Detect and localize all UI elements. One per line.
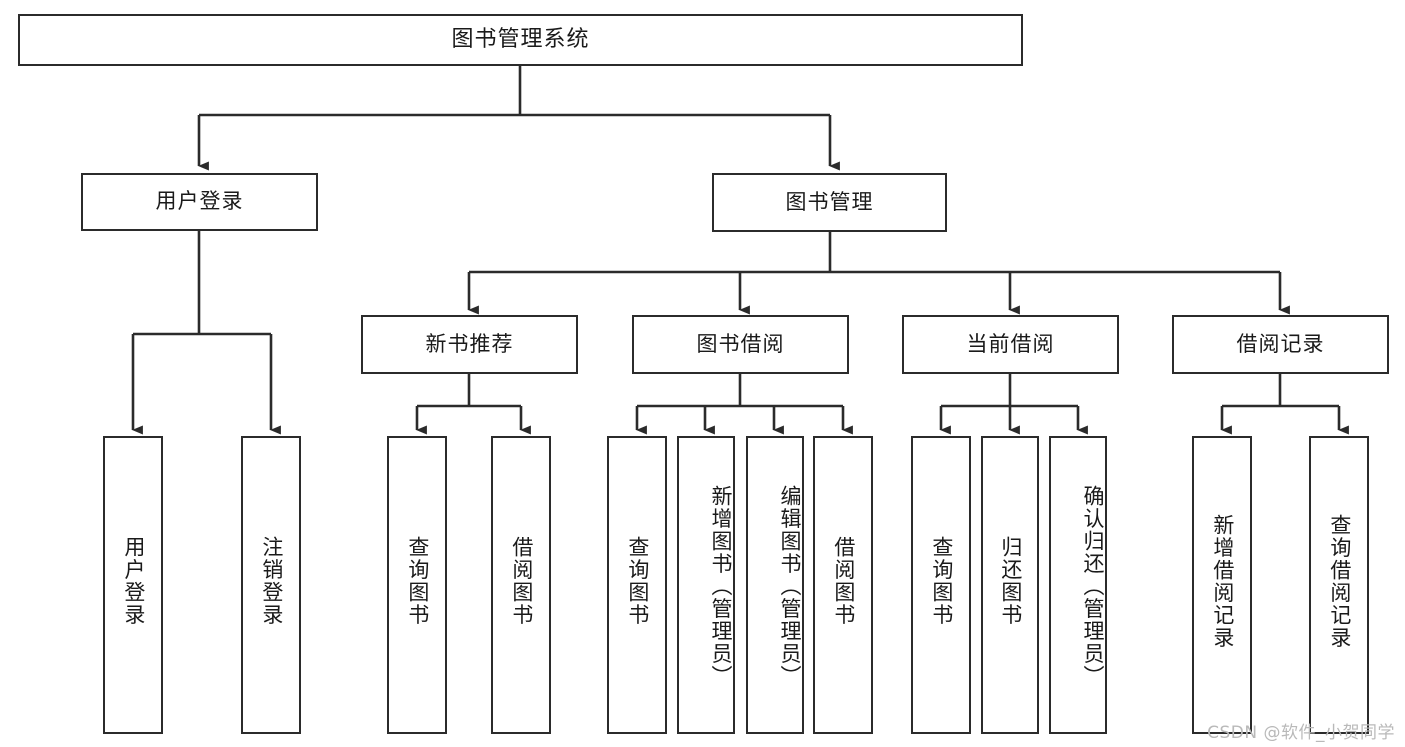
node-label: 编辑图书（管理员） (778, 484, 802, 688)
node-label: 查询图书 (929, 536, 954, 626)
node-label: 新增借阅记录 (1210, 513, 1235, 649)
node-label: 用户登录 (155, 189, 244, 214)
node-label: 图书管理 (785, 189, 874, 214)
leaf-borrow-add-book-admin[interactable]: 新增图书（管理员） (677, 436, 735, 734)
node-label: 查询图书 (625, 536, 650, 626)
node-label: 确认归还（管理员） (1081, 484, 1105, 688)
node-book-borrowing[interactable]: 图书借阅 (632, 315, 849, 374)
node-borrowing-record[interactable]: 借阅记录 (1172, 315, 1389, 374)
node-root-book-management-system[interactable]: 图书管理系统 (18, 14, 1023, 66)
node-label: 查询借阅记录 (1327, 513, 1352, 649)
node-label: 归还图书 (998, 536, 1023, 626)
node-label: 新书推荐 (425, 331, 514, 356)
leaf-borrow-query-book[interactable]: 查询图书 (607, 436, 667, 734)
leaf-current-confirm-return-admin[interactable]: 确认归还（管理员） (1049, 436, 1107, 734)
node-label: 借阅图书 (831, 536, 856, 626)
node-label: 用户登录 (121, 536, 146, 626)
node-label: 借阅图书 (509, 536, 534, 626)
leaf-user-login[interactable]: 用户登录 (103, 436, 163, 734)
csdn-watermark: CSDN @软件_小贺同学 (1207, 723, 1395, 743)
node-new-book-recommendation[interactable]: 新书推荐 (361, 315, 578, 374)
node-user-login[interactable]: 用户登录 (81, 173, 318, 231)
node-label: 图书借阅 (696, 331, 785, 356)
leaf-record-query-borrow-record[interactable]: 查询借阅记录 (1309, 436, 1369, 734)
node-label: 新增图书（管理员） (709, 484, 733, 688)
node-label: 借阅记录 (1236, 331, 1325, 356)
node-label: 当前借阅 (966, 331, 1055, 356)
node-current-borrowing[interactable]: 当前借阅 (902, 315, 1119, 374)
leaf-current-return-book[interactable]: 归还图书 (981, 436, 1039, 734)
node-label: 图书管理系统 (451, 26, 590, 52)
leaf-recommend-borrow-book[interactable]: 借阅图书 (491, 436, 551, 734)
node-book-management[interactable]: 图书管理 (712, 173, 947, 232)
leaf-borrow-borrow-book[interactable]: 借阅图书 (813, 436, 873, 734)
node-label: 查询图书 (405, 536, 430, 626)
leaf-user-logout[interactable]: 注销登录 (241, 436, 301, 734)
leaf-record-add-borrow-record[interactable]: 新增借阅记录 (1192, 436, 1252, 734)
leaf-borrow-edit-book-admin[interactable]: 编辑图书（管理员） (746, 436, 804, 734)
node-label: 注销登录 (259, 536, 284, 626)
leaf-recommend-query-book[interactable]: 查询图书 (387, 436, 447, 734)
leaf-current-query-book[interactable]: 查询图书 (911, 436, 971, 734)
